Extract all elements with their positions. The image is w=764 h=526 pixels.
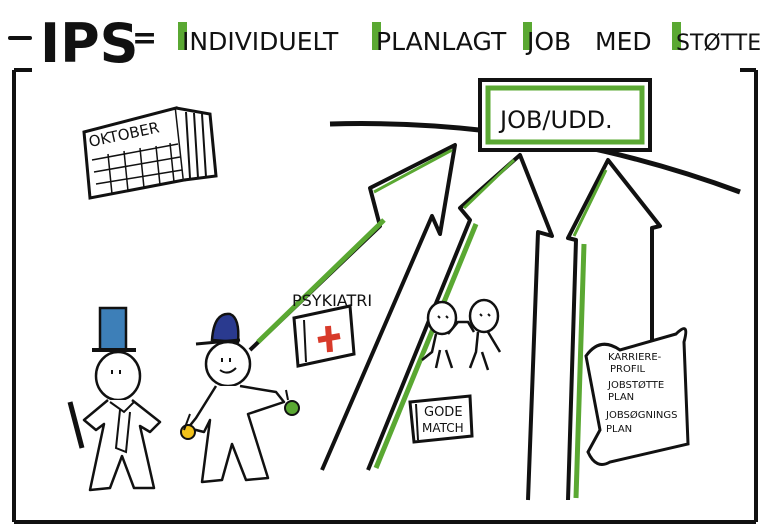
goal-box: JOB/UDD. [478,78,652,152]
calendar-grid [91,142,183,195]
title-word-4: MED [595,27,652,56]
arrow-middle [366,153,554,501]
calendar: OKTOBER [82,106,218,200]
board-line-1: GODE [424,405,463,420]
arrow-left [248,143,457,471]
cane-icon [67,401,85,449]
two-people-figure [421,298,502,371]
title: IPS = INDIVIDUELT PLANLAGT JOB MED STØTT… [8,12,761,75]
person-cap [180,312,300,484]
title-equals: = [132,21,157,56]
scroll-line-4: PLAN [608,392,634,403]
initial-highlight-s [672,22,681,50]
title-acronym: IPS [40,12,139,75]
title-word-3: JOB [525,27,571,56]
scroll-line-6: PLAN [606,424,632,435]
title-word-5: STØTTE [676,31,761,56]
yellow-hand-icon [180,424,196,440]
gode-match-board: GODE MATCH [408,394,474,444]
scroll-line-3: JOBSTØTTE [607,379,664,391]
plan-scroll: KARRIERE- PROFIL JOBSTØTTE PLAN JOBSØGNI… [584,327,690,466]
arrow-right [566,158,662,501]
initial-highlight-p [372,22,381,50]
board-line-2: MATCH [422,421,464,435]
red-cross-icon [317,325,341,353]
scroll-line-2: PROFIL [610,364,646,375]
frame [12,68,758,524]
initial-highlight-i [178,22,187,50]
title-word-2: PLANLAGT [376,27,507,56]
person-top-hat [67,306,162,492]
psychiatry-sign: PSYKIATRI [292,291,372,368]
goal-box-label: JOB/UDD. [498,106,613,134]
scroll-line-5: JOBSØGNINGS [605,409,677,421]
psychiatry-label: PSYKIATRI [292,291,372,310]
blue-top-hat-icon [98,306,128,352]
navy-cap-icon [210,312,240,344]
initial-highlight-j [523,22,532,50]
tie-icon [109,401,135,454]
scroll-line-1: KARRIERE- [608,352,662,363]
title-word-1: INDIVIDUELT [182,27,339,56]
green-hand-icon [284,400,300,416]
